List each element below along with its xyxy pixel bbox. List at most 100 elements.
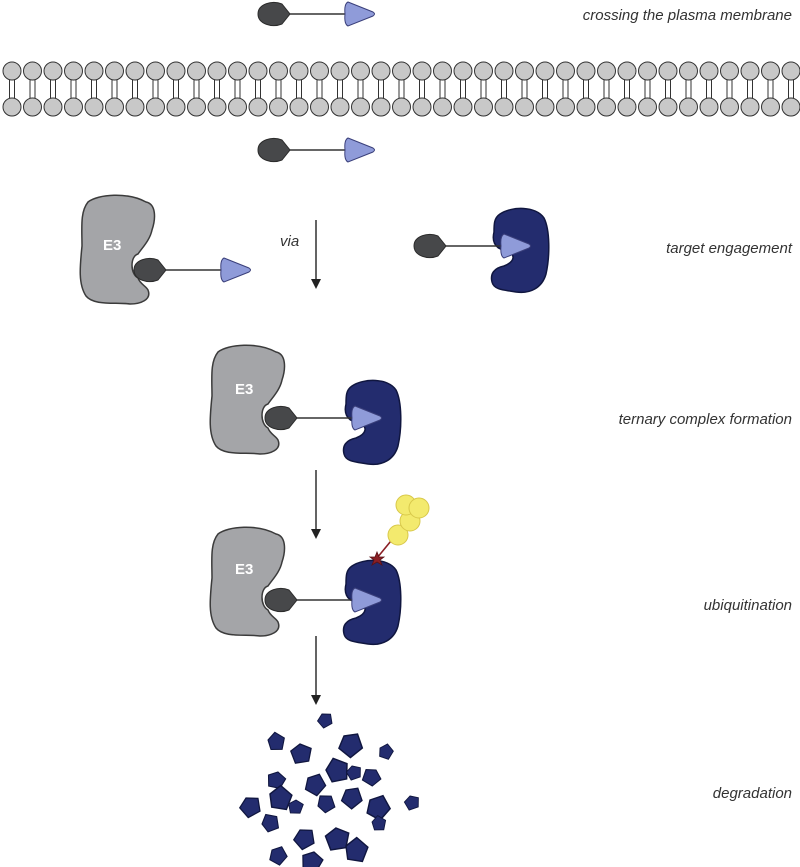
lipid-head	[2, 61, 22, 81]
lipid-head	[556, 61, 575, 81]
lipid-head	[638, 97, 657, 117]
lipid-head	[658, 61, 678, 81]
protein-fragment	[286, 738, 317, 770]
lipid-head	[166, 61, 186, 81]
lipid-head	[556, 97, 575, 117]
protein-fragment	[236, 792, 265, 822]
protein-fragment	[269, 846, 288, 866]
ternary-complex: E3	[209, 344, 402, 466]
lipid-head	[187, 97, 206, 117]
lipid-head	[679, 61, 698, 81]
step-label-membrane: crossing the plasma membrane	[583, 7, 792, 24]
ubiquitin-unit	[408, 497, 430, 519]
step-label-ubiquitination: ubiquitination	[704, 597, 792, 614]
lipid-head	[761, 97, 780, 117]
e3-label: E3	[235, 381, 253, 398]
lipid-head	[433, 97, 452, 117]
lipid-head	[535, 97, 555, 117]
lipid-head	[679, 97, 698, 117]
lipid-head	[720, 97, 739, 117]
lipid-head	[125, 61, 145, 81]
protein-fragment	[339, 785, 365, 812]
protein-fragment	[336, 730, 366, 761]
lipid-head	[761, 61, 780, 81]
lipid-head	[412, 97, 432, 117]
lipid-head	[371, 97, 391, 117]
lipid-head	[105, 61, 124, 81]
lipid-head	[474, 61, 493, 81]
lipid-head	[310, 97, 329, 117]
lipid-head	[43, 97, 63, 117]
degraded-protein-fragments	[236, 710, 423, 867]
lipid-head	[228, 61, 247, 81]
lipid-head	[576, 61, 596, 81]
e3-ligase-engaged: E3	[79, 194, 252, 305]
lipid-head	[23, 97, 42, 117]
lipid-head	[146, 97, 165, 117]
e3-label: E3	[235, 561, 253, 578]
lipid-head	[228, 97, 247, 117]
protein-fragment	[377, 742, 396, 762]
protein-fragment	[263, 729, 290, 755]
lipid-head	[187, 61, 206, 81]
lipid-head	[146, 61, 165, 81]
lipid-head	[105, 97, 124, 117]
lipid-head	[207, 97, 227, 117]
protac-intracellular	[257, 137, 376, 163]
lipid-head	[658, 97, 678, 117]
lipid-head	[515, 97, 534, 117]
lipid-head	[474, 97, 493, 117]
protein-fragment	[290, 824, 319, 854]
lipid-head	[453, 97, 473, 117]
lipid-head	[166, 97, 186, 117]
lipid-head	[330, 97, 350, 117]
lipid-head	[289, 97, 309, 117]
lipid-head	[269, 97, 288, 117]
lipid-head	[699, 61, 719, 81]
ubiquitinated-complex: E3	[209, 494, 430, 646]
protein-fragment	[360, 766, 383, 789]
step-label-degradation: degradation	[713, 785, 792, 802]
target-protein-engaged	[413, 207, 550, 294]
lipid-head	[515, 61, 534, 81]
step-label-ternary: ternary complex formation	[619, 411, 792, 428]
lipid-head	[576, 97, 596, 117]
lipid-head	[781, 97, 800, 117]
lipid-head	[84, 97, 104, 117]
lipid-head	[269, 61, 288, 81]
protein-fragment	[257, 809, 284, 836]
lipid-head	[64, 97, 83, 117]
lipid-head	[453, 61, 473, 81]
lipid-head	[23, 61, 42, 81]
lipid-head	[494, 97, 514, 117]
lipid-head	[248, 97, 268, 117]
lipid-head	[351, 61, 370, 81]
lipid-head	[43, 61, 63, 81]
lipid-head	[597, 97, 616, 117]
lipid-head	[535, 61, 555, 81]
step-label-engagement: target engagement	[666, 240, 793, 257]
protein-fragment	[315, 710, 336, 731]
protein-fragment	[296, 847, 327, 867]
lipid-head	[248, 61, 268, 81]
lipid-head	[392, 61, 411, 81]
lipid-head	[371, 61, 391, 81]
protein-fragment	[304, 773, 327, 797]
lipid-head	[125, 97, 145, 117]
lipid-head	[289, 61, 309, 81]
lipid-head	[64, 61, 83, 81]
ubiquitin-anchor	[368, 550, 386, 566]
protac-extracellular	[257, 1, 376, 27]
lipid-head	[351, 97, 370, 117]
e3-label: E3	[103, 237, 121, 254]
lipid-head	[740, 97, 760, 117]
lipid-head	[617, 97, 637, 117]
ubiquitin-unit	[387, 524, 409, 546]
lipid-head	[494, 61, 514, 81]
lipid-head	[699, 97, 719, 117]
lipid-head	[330, 61, 350, 81]
lipid-head	[392, 97, 411, 117]
plasma-membrane	[2, 61, 800, 117]
lipid-head	[2, 97, 22, 117]
